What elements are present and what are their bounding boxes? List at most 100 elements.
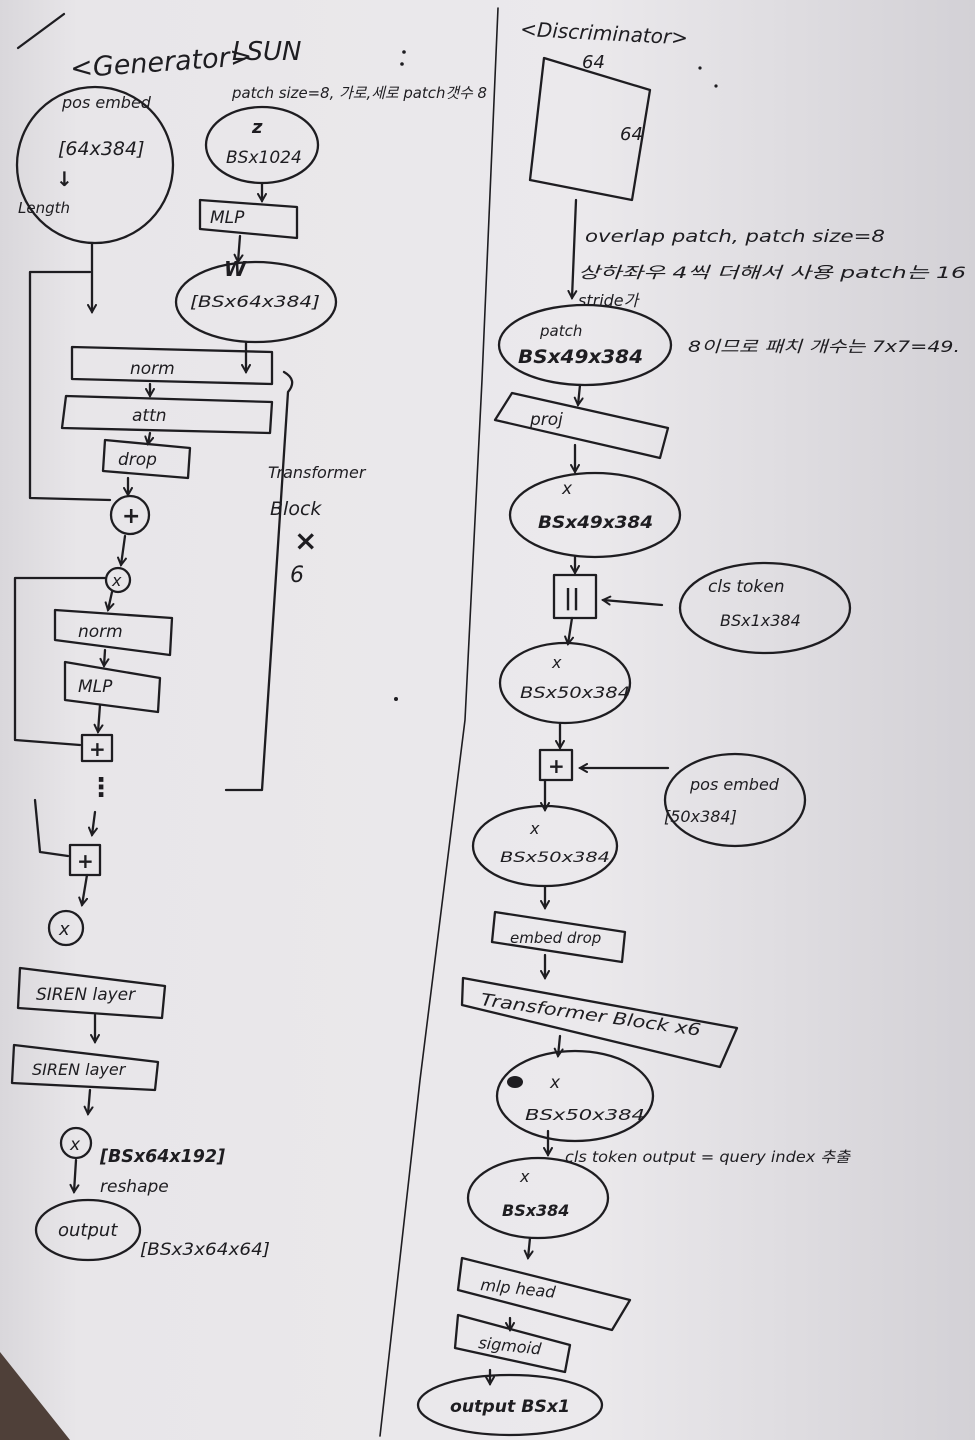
arrow <box>74 1158 76 1192</box>
norm-box <box>70 345 274 386</box>
add-box <box>538 748 574 782</box>
output-label: output <box>58 1220 118 1241</box>
tensor-label: x <box>529 819 540 838</box>
cls-output-note: cls token output = query index 추출 <box>565 1148 851 1166</box>
add-symbol: + <box>77 849 94 873</box>
pos-embed-shape: [50x384] <box>664 807 737 826</box>
patch-note: overlap patch, patch size=8 <box>585 227 885 247</box>
tensor-ellipse <box>498 641 632 725</box>
siren-layer-label: SIREN layer <box>36 985 136 1005</box>
proj-box <box>493 391 670 460</box>
output-label: output BSx1 <box>450 1397 570 1417</box>
tensor-shape: BSx49x384 <box>538 513 653 533</box>
norm-label: norm <box>130 359 175 379</box>
patch-note: 8이므로 패치 개수는 7x7=49. <box>688 337 960 356</box>
tensor-label: x <box>549 1073 561 1093</box>
residual-loop-line <box>28 270 112 502</box>
latent-z-shape: BSx1024 <box>226 148 302 168</box>
tensor-ellipse <box>495 1049 655 1143</box>
drop-label: drop <box>118 450 157 470</box>
latent-z-label: z <box>251 117 263 138</box>
pos-embed-node: pos embed [64x384] ↓ Length <box>15 85 175 245</box>
tensor-shape: BSx50x384 <box>500 850 610 866</box>
ellipsis-mark: ⋮ <box>88 773 114 803</box>
pos-embed-shape: [64x384] <box>58 138 145 160</box>
patch-note: 상하좌우 4씩 더해서 사용 patch는 16 <box>578 263 966 282</box>
arrow <box>108 590 112 610</box>
residual-loop-line <box>33 798 70 858</box>
tensor-shape: BSx50x384 <box>520 683 630 702</box>
mlp-head-box <box>456 1256 632 1332</box>
sigmoid-box <box>453 1313 572 1374</box>
embed-drop-label: embed drop <box>510 929 601 947</box>
w-ellipse <box>174 260 338 344</box>
arrow <box>148 431 150 444</box>
output-ellipse <box>34 1198 142 1262</box>
w-label: W <box>224 257 247 281</box>
stray-ink-dot <box>400 62 404 66</box>
cls-token-label: cls token <box>708 577 784 597</box>
concat-symbol: || <box>564 586 580 611</box>
multiply-node <box>104 566 132 594</box>
image-width-label: 64 <box>582 52 605 73</box>
patch-label: patch <box>539 322 582 340</box>
tensor-label: x <box>551 653 562 672</box>
arrow <box>98 703 100 732</box>
input-image-square <box>528 56 652 202</box>
attn-box <box>60 394 274 435</box>
arrow <box>603 600 664 607</box>
proj-label: proj <box>529 410 563 430</box>
pos-embed-arrow: ↓ <box>56 167 73 191</box>
attn-label: attn <box>132 406 167 426</box>
reshape-label: reshape <box>100 1177 169 1197</box>
arrow <box>92 810 95 835</box>
arrow <box>568 616 572 644</box>
arrow <box>82 873 89 905</box>
arrow <box>572 198 576 298</box>
mlp-label: MLP <box>78 677 113 697</box>
tensor-ellipse <box>466 1156 610 1240</box>
multiply-symbol: x <box>69 1135 81 1155</box>
transformer-block-note: Block <box>270 498 322 520</box>
cls-token-shape: BSx1x384 <box>720 611 801 630</box>
tensor-label: x <box>561 479 573 499</box>
multiply-node <box>47 909 85 947</box>
arrow <box>578 383 580 405</box>
siren-layer-box <box>16 966 167 1020</box>
table-corner <box>0 1352 70 1440</box>
pos-embed-circle <box>15 85 175 245</box>
transformer-block-note: Transformer <box>268 463 367 482</box>
arrow <box>88 1088 90 1114</box>
add-node <box>80 733 114 763</box>
multiply-symbol: x <box>58 919 70 940</box>
pos-embed-label: pos embed <box>61 93 152 112</box>
stray-ink-dot <box>402 50 406 54</box>
pos-embed-ellipse <box>663 752 807 848</box>
cls-token-ellipse <box>678 561 852 655</box>
output-shape: [BSx3x64x64] <box>140 1240 270 1260</box>
transformer-block-times: × <box>294 524 317 557</box>
output-ellipse <box>416 1373 604 1437</box>
siren-layer-label: SIREN layer <box>32 1060 127 1079</box>
mlp-box <box>63 660 162 714</box>
patch-ellipse <box>497 303 673 387</box>
page-divider-line <box>379 7 499 1437</box>
generator-patch-note: patch size=8, 가로,세로 patch갯수 8 <box>231 84 487 102</box>
transformer-block-bracket <box>224 370 294 792</box>
multiply-node <box>59 1126 93 1160</box>
tensor-shape: BSx50x384 <box>525 1106 645 1124</box>
multiply-symbol: x <box>111 571 122 590</box>
pos-embed-label: pos embed <box>689 775 780 794</box>
corner-slash-mark <box>16 12 66 50</box>
transformer-block-count: 6 <box>290 563 304 588</box>
add-symbol: + <box>89 737 106 761</box>
add-symbol: + <box>122 504 140 529</box>
mlp-box <box>198 198 299 240</box>
arrow <box>121 534 125 565</box>
transformer-block-box <box>460 976 739 1069</box>
arrow <box>104 648 105 666</box>
residual-loop-line <box>13 576 107 747</box>
stray-ink-dot <box>698 66 702 70</box>
drop-box <box>101 438 192 480</box>
